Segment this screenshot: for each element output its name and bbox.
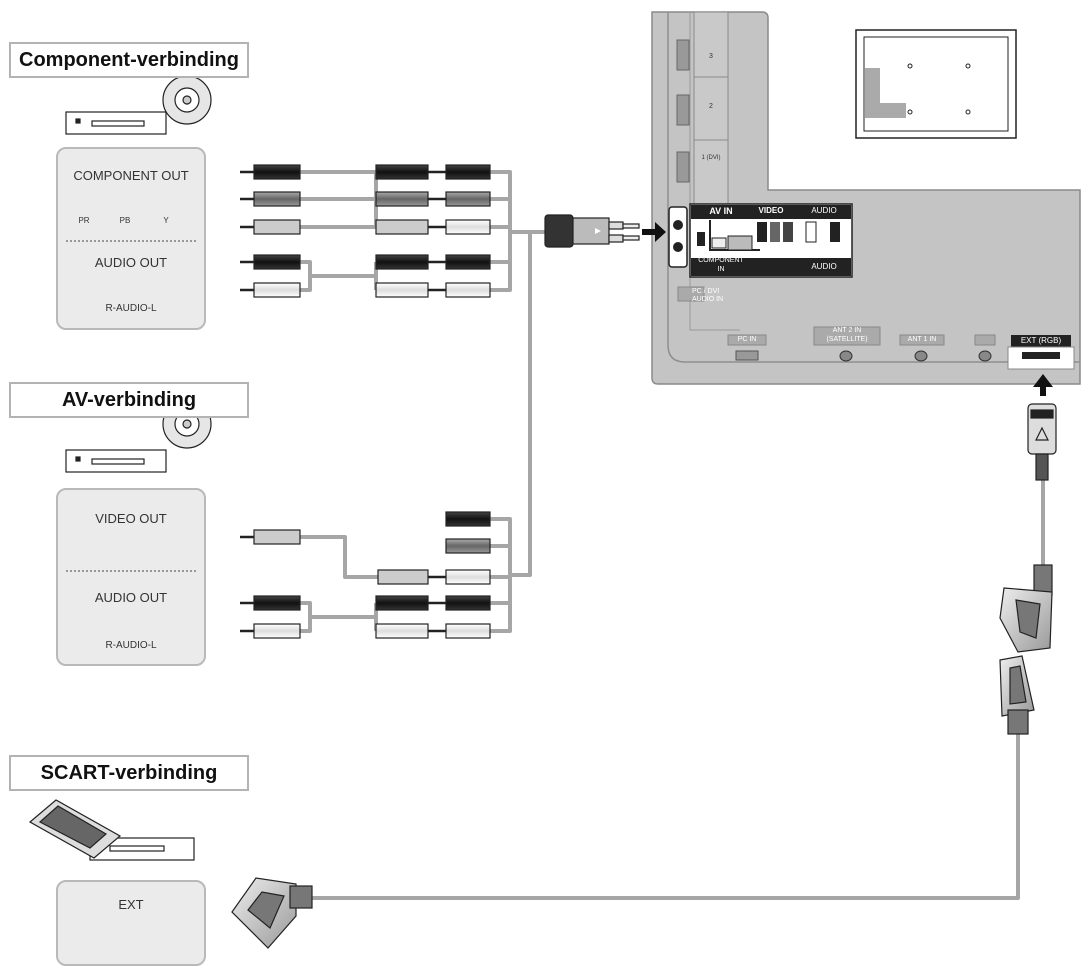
ant2-label-2: (SATELLITE) bbox=[826, 336, 868, 343]
video-label: VIDEO bbox=[758, 206, 784, 215]
tv-bottom-ports bbox=[677, 286, 1075, 370]
component-out-label: COMPONENT OUT bbox=[73, 168, 189, 183]
hdmi-label-2: 2 bbox=[709, 103, 713, 110]
rca-plug-left-audio-l bbox=[240, 282, 301, 298]
video-out-label: VIDEO OUT bbox=[95, 511, 167, 526]
tv-back-panel bbox=[651, 11, 1081, 385]
rca-plug-av-audio-r bbox=[240, 595, 301, 611]
audio-bottom-label: AUDIO bbox=[811, 262, 837, 271]
audio-out-label: AUDIO OUT bbox=[94, 255, 168, 270]
ext-rgb-plug bbox=[1027, 403, 1057, 481]
ant2-label-1: ANT 2 IN bbox=[832, 327, 862, 334]
rca-plug-left-pb bbox=[240, 191, 301, 207]
pc-dvi-label-1: PC / DVI bbox=[692, 288, 720, 295]
jack-label-pb: PB bbox=[119, 216, 131, 225]
audio-top-label: AUDIO bbox=[811, 206, 837, 215]
arrow-up-icon bbox=[1033, 374, 1053, 396]
scart-plug-icon bbox=[999, 564, 1053, 653]
component-in-label-2: IN bbox=[717, 266, 725, 273]
av-out-panel bbox=[56, 488, 206, 666]
rca-plugs bbox=[240, 164, 491, 639]
ext-rgb-label: EXT (RGB) bbox=[1020, 336, 1062, 345]
ext-label: EXT bbox=[118, 897, 144, 912]
scart-out-panel bbox=[56, 880, 206, 966]
rca-plug-av-video bbox=[240, 529, 301, 545]
rca-plug-left-audio-r bbox=[240, 254, 301, 270]
audio-sub-label: R-AUDIO-L bbox=[105, 640, 157, 651]
ant1-label: ANT 1 IN bbox=[907, 336, 937, 343]
arrow-right-icon bbox=[642, 222, 666, 242]
audio-sub-label: R-AUDIO-L bbox=[105, 303, 157, 314]
component-out-panel bbox=[56, 147, 206, 330]
component-in-label-1: COMPONENT bbox=[698, 257, 744, 264]
divider bbox=[66, 570, 196, 572]
dvd-player-icon bbox=[65, 75, 212, 135]
av-component-in-block bbox=[668, 203, 853, 278]
jack-label-pr: PR bbox=[78, 216, 90, 225]
hdmi-label-3: 3 bbox=[709, 53, 713, 60]
rca-plug-av-audio-l bbox=[240, 623, 301, 639]
hdmi-label-1: 1 (DVI) bbox=[701, 155, 721, 161]
divider bbox=[66, 240, 196, 242]
rca-adapter-pairs bbox=[375, 164, 491, 298]
rca-plug-left-pr bbox=[240, 164, 301, 180]
rca-adapter-av bbox=[375, 511, 491, 639]
scart-plug-icon bbox=[999, 655, 1035, 735]
av-adapter-plug bbox=[544, 214, 640, 248]
hdmi-port-icon bbox=[676, 39, 690, 183]
section-title-av: AV-verbinding bbox=[9, 382, 249, 418]
section-title-scart: SCART-verbinding bbox=[9, 755, 249, 791]
pc-in-label: PC IN bbox=[737, 336, 757, 343]
wall-mount-bracket-icon bbox=[855, 29, 1017, 139]
pc-dvi-label-2: AUDIO IN bbox=[692, 296, 724, 303]
jack-label-y: Y bbox=[163, 216, 169, 225]
section-title-component: Component-verbinding bbox=[9, 42, 249, 78]
vcr-icon bbox=[28, 799, 195, 861]
rca-plug-left-y bbox=[240, 219, 301, 235]
audio-out-label: AUDIO OUT bbox=[94, 590, 168, 605]
cable-lines bbox=[300, 170, 1045, 900]
scart-plug-icon bbox=[231, 877, 313, 949]
av-in-label: AV IN bbox=[709, 206, 733, 216]
